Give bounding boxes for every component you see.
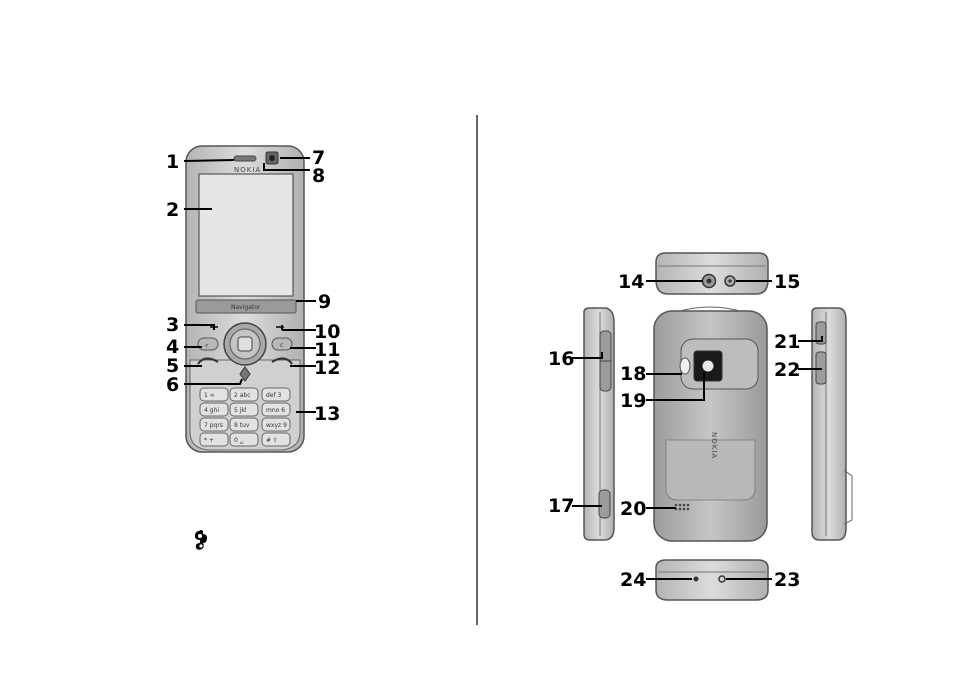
callout-18: 18: [620, 363, 646, 385]
nokia-settings-icon: [195, 530, 207, 550]
callout-19: 19: [620, 390, 646, 412]
keypad-key-label: * +: [204, 437, 214, 444]
keypad-key-label: def 3: [266, 392, 282, 399]
keypad-key-label: wxyz 9: [266, 422, 287, 429]
phone-right-side-view: [812, 308, 852, 540]
callout-2: 2: [166, 199, 179, 221]
callout-3: 3: [166, 314, 179, 336]
keypad-key-label: mno 6: [266, 407, 285, 414]
front-phone: NOKIA Navigator ⌕ c 1 ∞ 2 abc def 3 4 ghi 5 …: [186, 146, 304, 452]
keypad-key-label: # ⇧: [266, 437, 278, 444]
microphone: [694, 577, 699, 582]
callout-1: 1: [166, 151, 179, 173]
svg-text:⌕: ⌕: [205, 342, 208, 349]
callout-16: 16: [548, 348, 574, 370]
svg-text:c: c: [280, 342, 283, 349]
callout-20: 20: [620, 498, 646, 520]
back-brand-label: NOKIA: [710, 432, 718, 459]
callout-24: 24: [620, 569, 646, 591]
camera-flash: [680, 358, 690, 374]
front-brand-label: NOKIA: [234, 166, 261, 174]
keypad-key-label: 2 abc: [234, 392, 251, 399]
callout-22: 22: [774, 359, 800, 381]
callout-13: 13: [314, 403, 340, 425]
keypad-key-label: 4 ghi: [204, 407, 219, 414]
callout-8: 8: [312, 165, 325, 187]
callout-9: 9: [318, 291, 331, 313]
callout-12: 12: [314, 357, 340, 379]
phone-back-view: NOKIA: [654, 307, 767, 541]
keypad-key-label: 7 pqrs: [204, 422, 223, 429]
keypad-key-label: 8 tuv: [234, 422, 250, 429]
phone-top-view: [656, 253, 768, 294]
callout-21: 21: [774, 331, 800, 353]
navigator-label: Navigator: [231, 304, 261, 311]
callout-14: 14: [618, 271, 644, 293]
callout-17: 17: [548, 495, 574, 517]
keypad-key-label: 5 jkl: [234, 407, 247, 414]
display-screen: [199, 174, 293, 296]
earpiece: [234, 156, 256, 161]
capture-key: [599, 490, 610, 518]
callout-6: 6: [166, 374, 179, 396]
keypad-key-label: 1 ∞: [204, 392, 215, 399]
callout-23: 23: [774, 569, 800, 591]
keypad-key-label: 0 ␣: [234, 437, 244, 444]
callout-15: 15: [774, 271, 800, 293]
